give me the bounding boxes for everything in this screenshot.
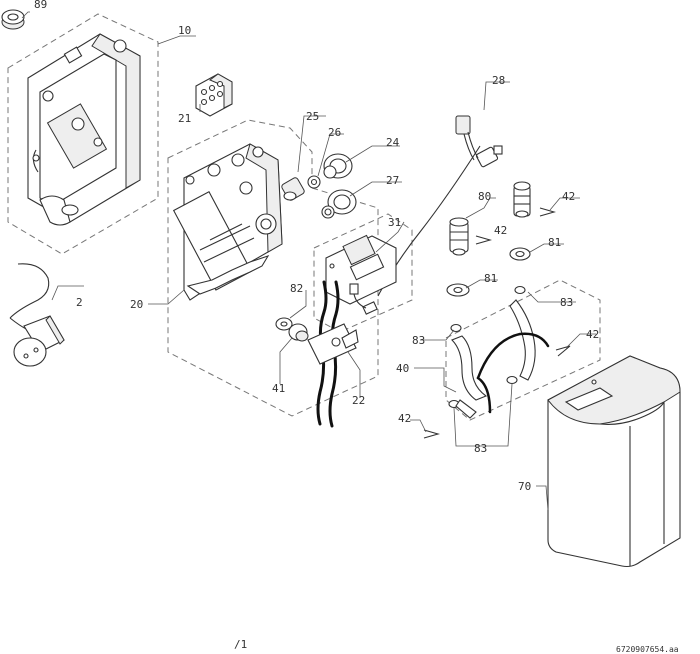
callout-42d: 42 [398,412,411,425]
callout-2: 2 [76,296,83,309]
part-27-fitting [321,189,357,219]
callout-labels: 89 10 21 25 26 24 27 28 80 42 42 81 31 8… [34,0,679,654]
callout-89: 89 [34,0,47,11]
callout-83a: 83 [560,296,573,309]
group-outline-31 [313,213,413,333]
callout-42c: 42 [586,328,599,341]
part-40-pipes [451,299,550,419]
callout-83b: 83 [412,334,425,347]
part-89-cap [1,9,25,30]
callout-40: 40 [396,362,409,375]
callout-42a: 42 [562,190,575,203]
callout-24: 24 [386,136,400,149]
part-80-connector-upper [513,181,531,218]
part-25-filter [281,177,305,201]
part-41-valve [288,323,309,342]
leader-lines [21,11,596,511]
part-20-hydraulic-block [172,143,283,301]
part-82-seal-ring [275,317,293,331]
callout-83c: 83 [474,442,487,455]
sheet-number: /1 [234,638,247,651]
part-10-mounting-frame [27,33,141,226]
part-22-cables [307,280,359,428]
group-outline-40 [445,279,601,421]
callout-31: 31 [388,216,401,229]
callout-70: 70 [518,480,531,493]
part-24-fitting [323,153,353,179]
callout-41: 41 [272,382,285,395]
callout-20: 20 [130,298,143,311]
part-81-washer-upper [509,247,531,261]
callout-27: 27 [386,174,399,187]
callout-26: 26 [328,126,341,139]
part-26-seal [307,175,321,189]
part-21-terminal-block [195,73,233,117]
callout-28: 28 [492,74,505,87]
callout-10: 10 [178,24,191,37]
part-42-clips [423,207,571,439]
callout-81a: 81 [548,236,561,249]
part-83-seal [448,285,526,409]
callout-42b: 42 [494,224,507,237]
part-2-power-cord [9,263,65,367]
callout-25: 25 [306,110,319,123]
group-outline-10 [7,13,159,255]
callout-22: 22 [352,394,365,407]
part-31-control-module [325,234,397,315]
callout-82: 82 [290,282,303,295]
callout-80: 80 [478,190,491,203]
callout-21: 21 [178,112,191,125]
callout-81b: 81 [484,272,497,285]
part-81-washer-lower [446,283,470,297]
part-70-cover [547,355,681,568]
part-80-connector-lower [449,217,469,256]
drawing-number: 6720907654.aa [616,645,679,654]
